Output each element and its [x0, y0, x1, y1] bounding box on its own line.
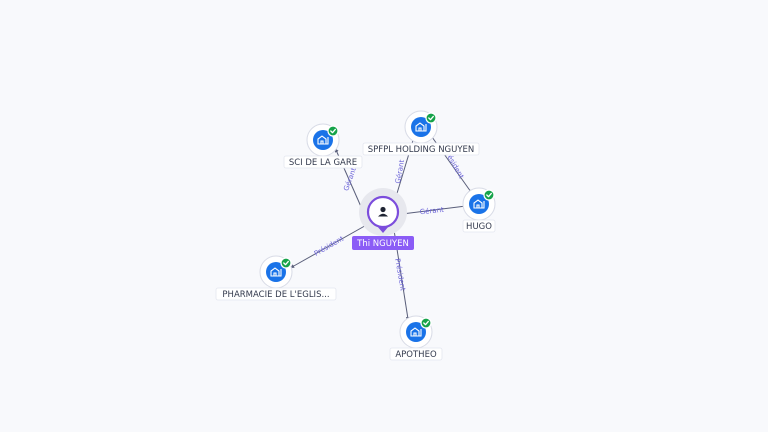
verified-check-icon [280, 257, 292, 269]
company-label-box [283, 155, 363, 169]
company-name: PHARMACIE DE L'EGLIS... [222, 290, 329, 300]
nodes-layer: SCI DE LA GARE SPFPL HOLDING NGUYEN HUGO PH… [215, 110, 496, 361]
company-node-disc [313, 130, 333, 150]
verified-check-icon [420, 317, 432, 329]
building-icon [410, 327, 422, 337]
company-node-disc [266, 262, 286, 282]
company-node-disc [406, 322, 426, 342]
person-label-box [352, 236, 414, 250]
person-node[interactable]: Thi NGUYEN [352, 188, 414, 250]
company-label-box [362, 142, 480, 156]
building-icon [317, 135, 329, 145]
company-label-box [215, 287, 337, 301]
building-icon [415, 122, 427, 132]
company-name: HUGO [466, 222, 492, 232]
company-node[interactable]: PHARMACIE DE L'EGLIS... [215, 255, 337, 301]
company-node[interactable]: APOTHEO [389, 315, 443, 361]
company-name: SCI DE LA GARE [289, 158, 357, 168]
company-2-edge [401, 204, 468, 215]
verified-check-icon [425, 112, 437, 124]
company-label-box [462, 219, 496, 233]
verified-check-icon [327, 125, 339, 137]
person-icon [378, 206, 388, 217]
building-icon [473, 199, 485, 209]
company-node[interactable]: SCI DE LA GARE [283, 123, 363, 169]
company-label-box [389, 347, 443, 361]
company-node-disc [469, 194, 489, 214]
company-3-edge [290, 222, 371, 268]
person-name: Thi NGUYEN [356, 239, 409, 249]
company-node-disc [411, 117, 431, 137]
company-4-role-label: Président [393, 258, 407, 292]
company-node[interactable]: SPFPL HOLDING NGUYEN [362, 110, 480, 156]
company-name: APOTHEO [395, 350, 437, 360]
company-1-role-label: Gérant [394, 159, 406, 184]
company-name: SPFPL HOLDING NGUYEN [368, 145, 475, 155]
company-node[interactable]: HUGO [462, 187, 496, 233]
building-icon [270, 267, 282, 277]
company-2-role-label: Gérant [419, 206, 444, 216]
verified-check-icon [483, 189, 495, 201]
company-3-role-label: Président [313, 235, 345, 258]
